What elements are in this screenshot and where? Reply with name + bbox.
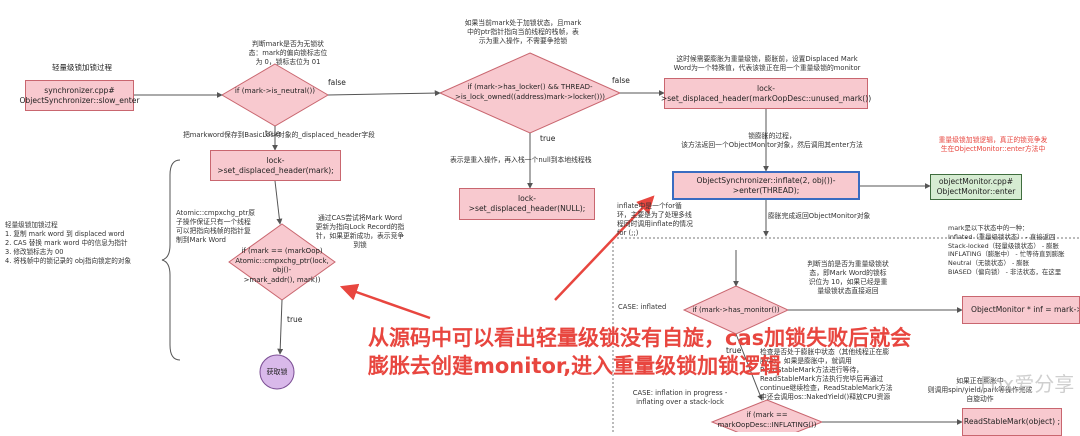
note-save: 把markword保存到BasicLock对象的_displaced_heade…	[183, 131, 375, 139]
annotation-arrow-cas	[339, 283, 431, 320]
inflating-text: if (mark == markOopDesc::INFLATING())	[717, 411, 817, 429]
label-false-1: false	[328, 78, 346, 87]
diamond-inflating	[710, 399, 824, 432]
note-inflate-need: 这时候需要膨胀为重量级锁，膨胀前，设置Displaced Mark Word为一…	[673, 55, 861, 72]
acquired-label: 获取锁	[266, 368, 288, 376]
note-cmpxchg: Atomic::cmpxchg_ptr原 子操作保证只有一个线程 可以把指向栈帧…	[176, 209, 256, 244]
label-true-3: true	[287, 315, 303, 324]
object-monitor-enter-node: objectMonitor.cpp# ObjectMonitor::enter	[930, 174, 1022, 200]
for-loop-frame	[612, 237, 1080, 432]
note-wait: 如果正在膨胀中 则调用spin/yield/park等操作完成 自旋动作	[927, 377, 1033, 403]
note-states: mark是以下状态中的一种： Inflated（重量级锁状态） - 直接返回 S…	[948, 224, 1065, 276]
note-reentry: 表示是重入操作，再入栈一个null到本地线程栈	[450, 156, 592, 164]
note-for-loop: for (;;)	[617, 229, 639, 237]
cas-check-text: if (mark == (markOop) Atomic::cmpxchg_pt…	[235, 247, 329, 284]
annotation-arrow-inflate	[554, 195, 655, 301]
set-displaced-node: lock->set_displaced_header(mark);	[210, 150, 341, 181]
is-neutral-text: if (mark->is_neutral())	[234, 86, 316, 95]
note-has-locker: 如果当前mark处于加锁状态，且mark 中的ptr指针指向当前线程的栈帧，表 …	[464, 19, 582, 45]
label-false-2: false	[612, 76, 630, 85]
set-unused-node: lock->set_displaced_header(markOopDesc::…	[661, 78, 871, 109]
acquired-circle	[259, 354, 295, 390]
start-node: synchronizer.cpp# ObjectSynchronizer::sl…	[19, 80, 140, 111]
note-heavy: 重量级锁加锁逻辑，真正的锁竞争发 生在ObjectMonitor::enter方…	[938, 136, 1048, 153]
has-locker-text: if (mark->has_locker() && THREAD- >is_lo…	[455, 83, 605, 101]
inf-assign-node: ObjectMonitor * inf = mark->monitor	[962, 296, 1080, 324]
note-returned: 膨胀完成返回ObjectMonitor对象	[768, 212, 871, 220]
note-for: inflate中是一个for循 环，主要是为了处理多线 程同时调用inflate…	[617, 202, 693, 228]
note-inflate-desc: 锁膨胀的过程， 该方法返回一个ObjectMonitor对象，然后调用其ente…	[681, 132, 863, 149]
label-true-2: true	[540, 134, 556, 143]
note-has-monitor: 判断当前是否为重量级锁状 态，即Mark Word的锁标 识位为 10，如果已经…	[807, 260, 889, 295]
label-true-4: true	[726, 346, 742, 355]
label-true-1: true	[265, 129, 281, 138]
watermark: Fox爱分享	[980, 372, 1075, 396]
note-cas: 通过CAS尝试将Mark Word 更新为指向Lock Record的指 针，如…	[315, 214, 405, 249]
set-null-node: lock->set_displaced_header(NULL);	[459, 188, 595, 220]
read-stable-node: ReadStableMark(object) ;	[962, 408, 1062, 436]
note-case-inflated: CASE: inflated	[618, 303, 667, 311]
has-monitor-text: if (mark->has_monitor())	[692, 306, 780, 314]
note-case-progress: CASE: inflation in progress - inflating …	[632, 389, 728, 406]
note-neutral: 判断mark是否为无锁状 态：mark的偏向锁标志位 为 0，锁标志位为 01	[248, 40, 328, 66]
note-inflating: 检查是否处于膨胀中状态（其他线程正在膨 胀中），如果是膨胀中，就调用 ReadS…	[760, 348, 893, 401]
steps-brace	[161, 159, 181, 361]
steps-note: 轻量级锁加锁过程 1. 复制 mark word 到 displaced wor…	[5, 221, 132, 265]
annotation-text: 从源码中可以看出轻量级锁没有自旋，cas加锁失败后就会 膨胀去创建monitor…	[368, 326, 912, 378]
inflate-enter-node: ObjectSynchronizer::inflate(2, obj())->e…	[672, 171, 860, 200]
flow-title: 轻量级锁加锁过程	[52, 63, 112, 72]
